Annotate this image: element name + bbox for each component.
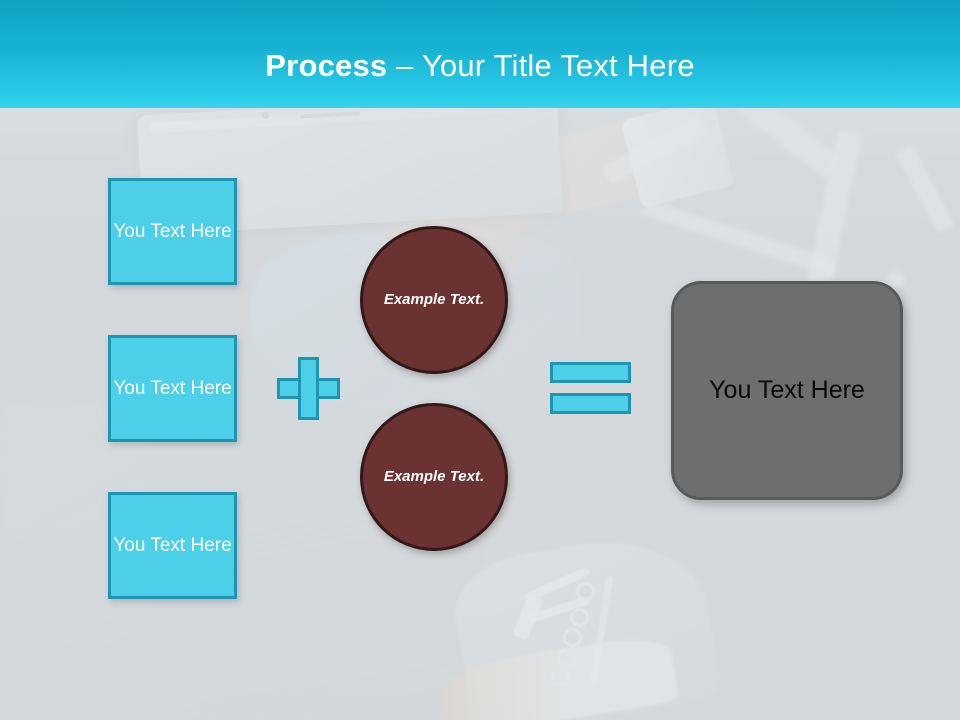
equals-icon bbox=[550, 362, 631, 414]
input-box-1-label: You Text Here bbox=[113, 220, 232, 242]
page-title-regular: Your Title Text Here bbox=[421, 48, 695, 83]
example-circle-2-label: Example Text. bbox=[383, 467, 485, 485]
input-box-2-label: You Text Here bbox=[113, 377, 232, 399]
example-circle-1-label: Example Text. bbox=[383, 290, 485, 308]
title-banner: Process – Your Title Text Here bbox=[0, 0, 960, 108]
plus-icon bbox=[277, 357, 340, 420]
input-box-3[interactable]: You Text Here bbox=[108, 492, 237, 599]
page-title-separator: – bbox=[387, 48, 422, 83]
result-box-label: You Text Here bbox=[709, 376, 865, 404]
example-circle-1[interactable]: Example Text. bbox=[360, 226, 508, 374]
input-box-1[interactable]: You Text Here bbox=[108, 178, 237, 285]
page-title: Process – Your Title Text Here bbox=[0, 50, 960, 81]
page-title-bold: Process bbox=[265, 48, 388, 83]
input-box-2[interactable]: You Text Here bbox=[108, 335, 237, 442]
result-box[interactable]: You Text Here bbox=[671, 281, 903, 500]
input-box-3-label: You Text Here bbox=[113, 534, 232, 556]
example-circle-2[interactable]: Example Text. bbox=[360, 403, 508, 551]
